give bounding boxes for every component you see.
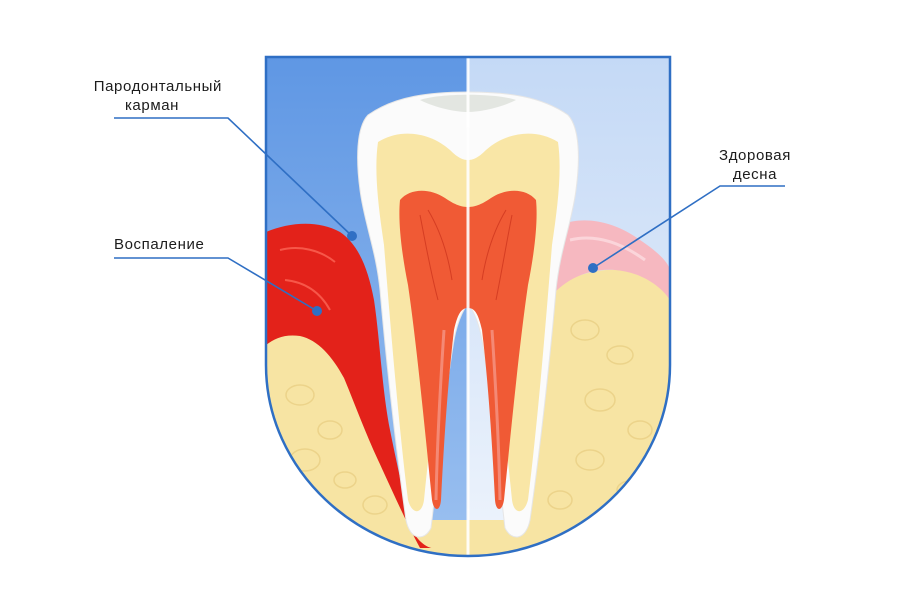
label-periodontal-pocket-line1: Пародонтальный [93,78,222,95]
label-healthy-gum: Здоровая десна [700,146,810,184]
inflamed-gum-highlight [279,247,336,311]
pointer-dot-healthy-gum [588,263,598,273]
label-periodontal-pocket: Пародонтальный карман [40,77,222,115]
diagram-frame [264,55,672,558]
leader-line-inflammation [114,257,318,312]
label-inflammation: Воспаление [114,236,205,253]
healthy-gum [520,220,670,530]
label-periodontal-pocket-line2: карман [124,97,180,114]
pulp-nerves [419,209,513,301]
tooth-pulp [399,190,537,510]
label-healthy-gum-line2: десна [732,166,778,183]
pointer-dot-inflammation [312,306,322,316]
leader-line-healthy-gum [592,185,785,269]
root-canal-highlight [434,329,502,501]
leader-lines [114,117,785,312]
healthy-gum-highlight [569,236,646,262]
leader-line-periodontal-pocket [114,117,353,237]
label-healthy-gum-line1: Здоровая [719,147,791,164]
pointer-dot-periodontal-pocket [347,231,357,241]
